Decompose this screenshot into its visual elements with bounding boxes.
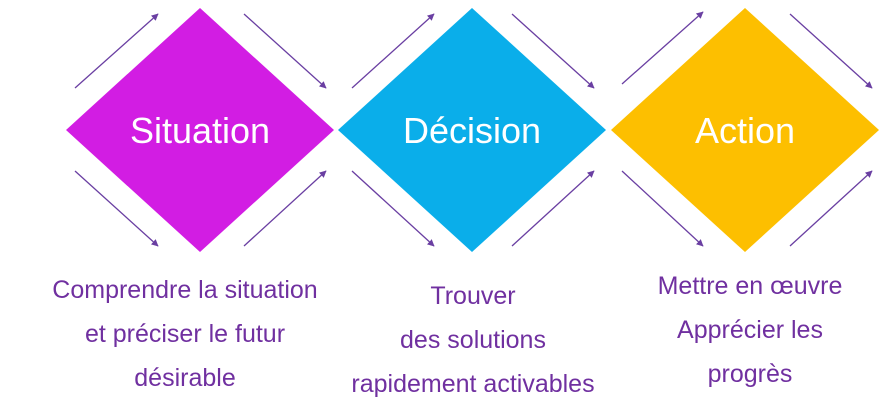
action-caption: Mettre en œuvre Apprécier les progrès (620, 264, 880, 396)
action-arrow-top-right (789, 13, 873, 89)
decision-caption-line: Trouver (430, 282, 516, 310)
action-title: Action (695, 110, 795, 151)
situation-caption-line: Comprendre la situation (52, 276, 318, 304)
decision-diamond (338, 8, 606, 252)
action-arrow-bottom-right (789, 170, 873, 247)
decision-arrow-bottom-left (351, 170, 435, 247)
situation-title: Situation (130, 110, 270, 151)
decision-arrow-top-right (511, 13, 595, 89)
decision-caption: Trouver des solutions rapidement activab… (318, 274, 628, 406)
situation-diamond (66, 8, 334, 252)
situation-arrow-top-left (74, 13, 159, 89)
action-caption-line: Mettre en œuvre (657, 272, 843, 300)
action-arrow-top-left (621, 11, 704, 85)
decision-title: Décision (403, 110, 541, 151)
situation-caption-line: et préciser le futur (84, 320, 286, 348)
action-caption-line: Apprécier les (677, 316, 823, 344)
decision-arrow-top-left (351, 13, 435, 89)
action-diamond (611, 8, 879, 252)
decision-caption-line: des solutions (400, 326, 546, 354)
action-caption-line: progrès (707, 360, 793, 388)
situation-arrow-bottom-right (243, 170, 327, 247)
situation-caption-line: désirable (134, 364, 236, 392)
situation-caption: Comprendre la situation et préciser le f… (20, 268, 350, 400)
situation-arrow-bottom-left (74, 170, 159, 247)
situation-arrow-top-right (243, 13, 327, 89)
decision-caption-line: rapidement activables (351, 370, 595, 398)
decision-arrow-bottom-right (511, 170, 595, 247)
action-arrow-bottom-left (621, 170, 704, 247)
